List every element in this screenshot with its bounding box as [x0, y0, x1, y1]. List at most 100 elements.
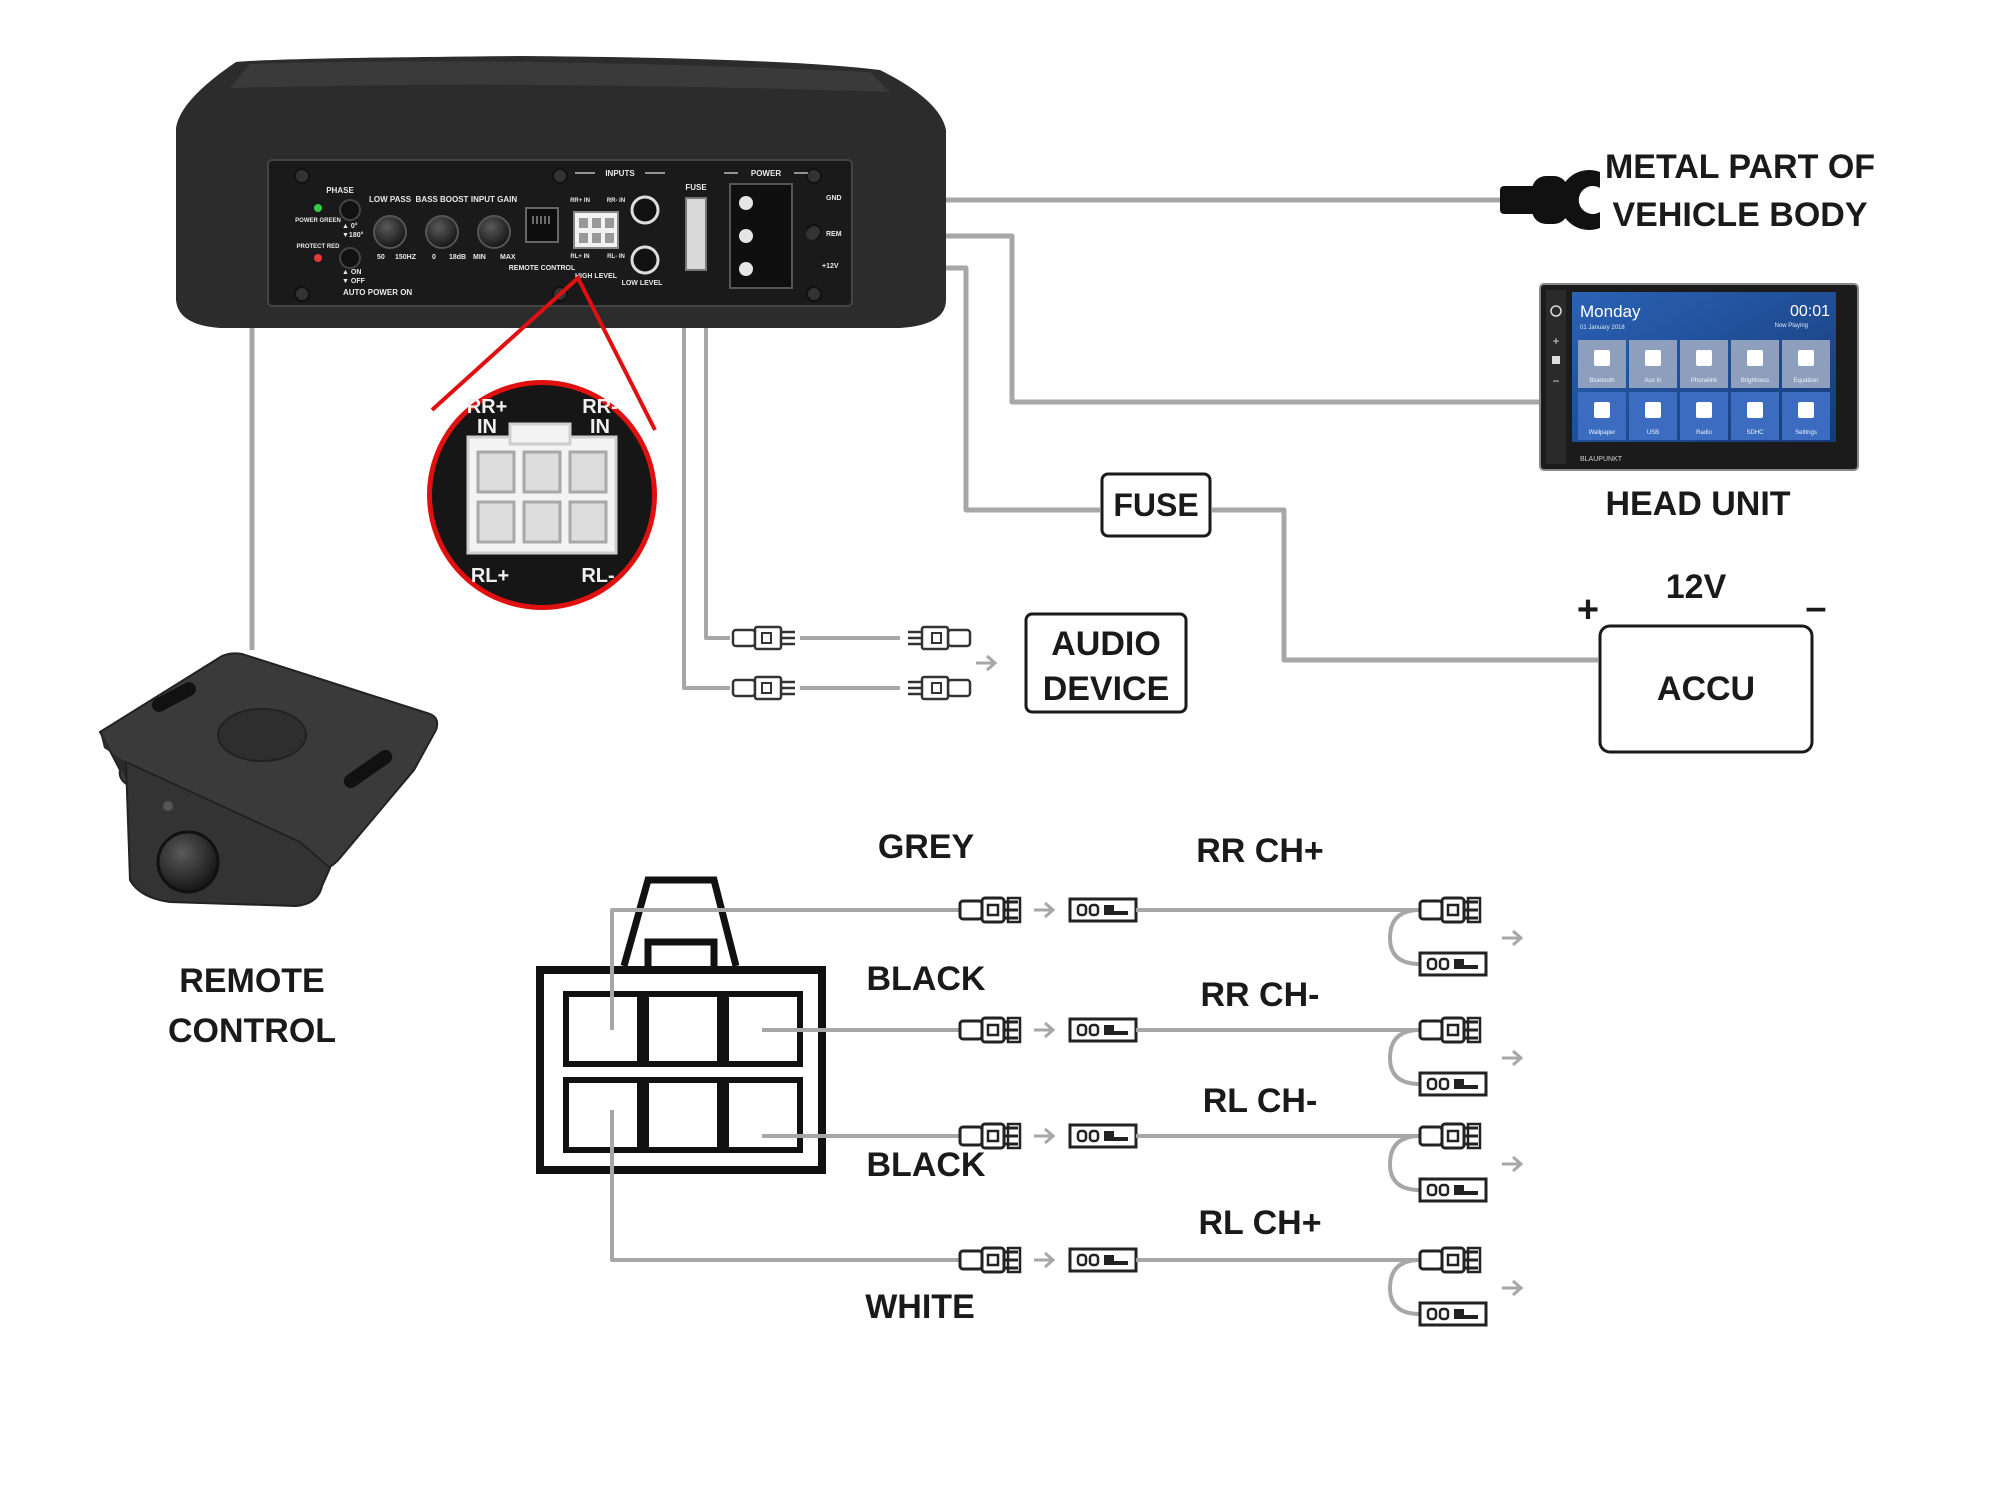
screen-tile-label: Equalizer	[1793, 378, 1818, 384]
power-icon[interactable]	[1550, 305, 1562, 317]
panel-rr-plus: RR+ IN	[570, 198, 590, 204]
remote-volume-knob[interactable]	[156, 830, 220, 894]
male-spade-connector-icon	[1418, 1246, 1482, 1274]
rca-right-socket[interactable]	[630, 195, 660, 225]
screen-tile-label: Aux In	[1644, 378, 1661, 384]
arrow-right-icon	[1500, 929, 1523, 947]
screen-tile-label: Radio	[1696, 430, 1712, 436]
settings-icon	[1798, 402, 1814, 418]
plus12v-label: +12V	[822, 263, 839, 270]
male-spade-connector-icon	[958, 1122, 1022, 1150]
remote-top-emblem	[217, 708, 307, 762]
off-label: ▼ OFF	[342, 278, 366, 285]
screen-tile-label: Settings	[1795, 430, 1817, 436]
bass-boost-knob[interactable]	[425, 215, 459, 249]
phase-switch[interactable]	[339, 199, 361, 221]
bass-boost-label: BASS BOOST	[416, 195, 469, 204]
wallpaper-icon	[1594, 402, 1610, 418]
zoom-rr-minus-in: IN	[590, 416, 610, 438]
battery-label: ACCU	[1657, 670, 1755, 708]
audio-device-box	[1024, 612, 1188, 714]
low-pass-label: LOW PASS	[369, 195, 412, 204]
speaker-wire-split	[1388, 908, 1421, 966]
rca-plug-icon	[731, 675, 797, 701]
female-spade-connector-icon	[1418, 1301, 1488, 1327]
male-spade-connector-icon	[958, 1016, 1022, 1044]
ground-label-line1: METAL PART OF	[1605, 148, 1875, 186]
zoom-rl-minus: RL-	[581, 565, 614, 587]
volume-down-icon[interactable]: −	[1552, 374, 1559, 388]
low-level-label: LOW LEVEL	[622, 280, 664, 287]
screen-date: 01 January 2018	[1580, 325, 1625, 331]
arrow-right-icon	[974, 654, 997, 672]
screen-time: 00:01	[1790, 303, 1830, 320]
low-pass-knob[interactable]	[373, 215, 407, 249]
screen-tile-label: Bluetooth	[1589, 378, 1614, 384]
speaker-wire-harness	[610, 908, 960, 1262]
arrow-right-icon	[1032, 1251, 1055, 1269]
screen-tile-label: Brightness	[1741, 378, 1769, 384]
ground-symbol	[1500, 169, 1600, 230]
wire-color-label: BLACK	[867, 1146, 986, 1184]
arrow-right-icon	[1032, 1021, 1055, 1039]
speaker-wire-split	[1388, 1258, 1421, 1316]
zoom-rl-plus: RL+	[471, 565, 509, 587]
fuse-label: FUSE	[1113, 487, 1198, 523]
remote-control-label-line2: CONTROL	[168, 1012, 336, 1050]
mount-slot-icon	[151, 682, 197, 712]
battery-voltage-label: 12V	[1666, 568, 1727, 606]
mount-slot-icon	[343, 749, 393, 789]
rem-label: REM	[826, 231, 842, 238]
male-spade-connector-icon	[958, 1246, 1022, 1274]
audio-device-label-line2: DEVICE	[1043, 670, 1170, 708]
bluetooth-icon	[1594, 350, 1610, 366]
panel-rr-minus: RR- IN	[607, 198, 625, 204]
screen-now-playing: Now Playing	[1775, 323, 1808, 329]
ground-label-line2: VEHICLE BODY	[1612, 196, 1867, 234]
input-gain-knob[interactable]	[477, 215, 511, 249]
home-icon[interactable]	[1552, 356, 1560, 364]
auto-power-switch[interactable]	[339, 247, 361, 269]
radio-icon	[1696, 402, 1712, 418]
brightness-icon	[1747, 350, 1763, 366]
input-gain-min: MIN	[473, 254, 486, 261]
input-gain-max: MAX	[500, 254, 516, 261]
male-spade-connector-icon	[1418, 1016, 1482, 1044]
remote-control-port[interactable]	[525, 207, 559, 243]
speaker-channel-label: RL CH+	[1198, 1204, 1321, 1242]
power-label: POWER	[751, 169, 781, 178]
volume-up-icon[interactable]: +	[1552, 334, 1559, 348]
low-pass-min: 50	[377, 254, 385, 261]
screen-tile-label: SDHC	[1746, 430, 1764, 436]
inputs-label: INPUTS	[605, 169, 635, 178]
speaker-wire-split	[1388, 1028, 1421, 1086]
female-spade-connector-icon	[1068, 1017, 1138, 1043]
panel-fuse[interactable]	[685, 197, 707, 271]
power-led	[314, 204, 322, 212]
connector-zoom-callout: RR+ IN RR- IN RL+ RL-	[427, 274, 657, 610]
rca-plug-icon	[731, 625, 797, 651]
arrow-right-icon	[1500, 1155, 1523, 1173]
remote-control-label-line1: REMOTE	[179, 962, 324, 1000]
screen-tile-label: Phonelink	[1691, 378, 1718, 384]
aux-icon	[1645, 350, 1661, 366]
panel-rl-plus: RL+ IN	[570, 254, 589, 260]
zoom-rr-minus: RR-	[582, 396, 618, 418]
ground-clamp-icon	[1559, 169, 1600, 230]
screen-tiles: Bluetooth Aux In Phonelink Brightness Equali…	[1578, 340, 1830, 440]
rca-left-socket[interactable]	[630, 245, 660, 275]
gnd-label: GND	[826, 195, 842, 202]
rca-plug-icon	[906, 625, 972, 651]
auto-power-on-label: AUTO POWER ON	[343, 288, 412, 297]
male-spade-connector-icon	[1418, 896, 1482, 924]
usb-icon	[1645, 402, 1661, 418]
battery-plus-label: +	[1577, 589, 1599, 631]
male-spade-connector-icon	[1418, 1122, 1482, 1150]
protect-led	[314, 254, 322, 262]
inline-fuse-box	[1100, 472, 1212, 538]
on-label: ▲ ON	[342, 269, 361, 276]
speaker-wire-split	[1388, 1134, 1421, 1192]
female-spade-connector-icon	[1418, 1177, 1488, 1203]
phase-180-label: ▼180°	[342, 231, 364, 239]
